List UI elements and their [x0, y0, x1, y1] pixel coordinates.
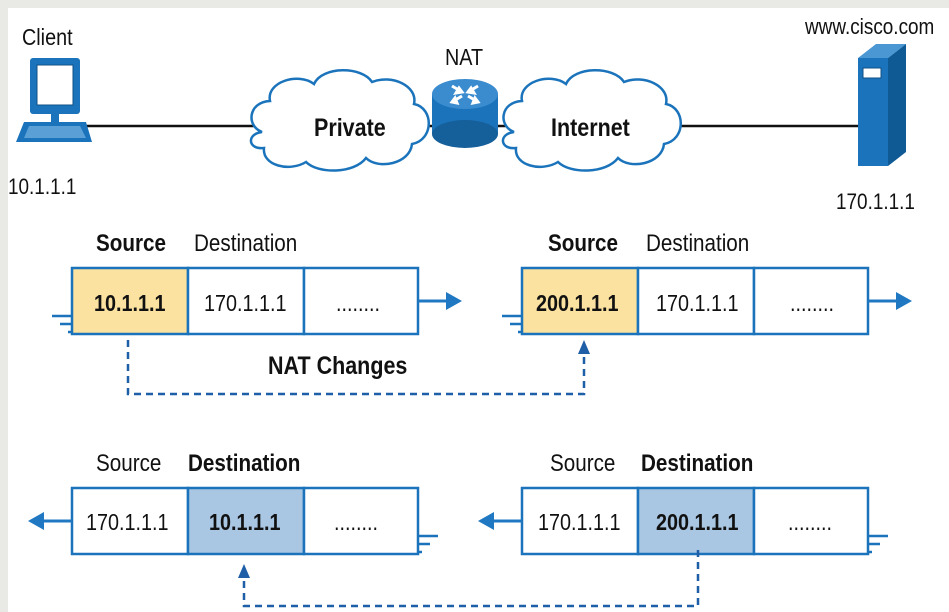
private-cloud-label: Private — [314, 114, 386, 142]
inbound-before-packet-cell-2 — [752, 486, 870, 556]
outbound-after-destination-field: 170.1.1.1 — [656, 290, 739, 316]
inbound-before-packet-cell-1 — [636, 486, 756, 556]
inbound-after-destination-header: Destination — [188, 450, 301, 477]
server-ip-label: 170.1.1.1 — [836, 189, 915, 214]
nat-change-dashed-path-bottom — [238, 550, 700, 608]
inbound-before-source-field: 170.1.1.1 — [538, 509, 621, 535]
outbound-before-source-header: Source — [96, 230, 166, 257]
inbound-before-destination-field: 200.1.1.1 — [656, 509, 739, 535]
packets-layer — [28, 266, 912, 556]
nat-changes-label: NAT Changes — [268, 352, 408, 380]
nat-label: NAT — [445, 44, 484, 70]
outbound-before-packet-arrow-head — [446, 292, 462, 310]
outbound-before-destination-header: Destination — [194, 230, 298, 257]
outbound-after-packet-cell-0 — [520, 266, 640, 336]
server-hostname-label: www.cisco.com — [805, 14, 935, 39]
outbound-before-rest-field: ........ — [336, 290, 380, 316]
outbound-after-packet-arrow-head — [896, 292, 912, 310]
outbound-before-packet-cell-2 — [302, 266, 420, 336]
nat-change-dashed-path-top — [126, 340, 590, 396]
inbound-before-source-header: Source — [550, 450, 616, 477]
inbound-before-packet-arrow-head — [478, 512, 494, 530]
outbound-after-packet-cell-2 — [752, 266, 870, 336]
inbound-before-destination-header: Destination — [641, 450, 754, 477]
outbound-before-packet-cell-0 — [70, 266, 190, 336]
internet-cloud-icon — [501, 69, 682, 172]
client-label: Client — [22, 24, 73, 50]
inbound-after-packet-arrow-head — [28, 512, 44, 530]
client-ip-label: 10.1.1.1 — [8, 174, 77, 199]
outbound-after-source-header: Source — [548, 230, 618, 257]
nat-router-icon — [432, 79, 498, 148]
inbound-before-rest-field: ........ — [788, 509, 832, 535]
client-pc-icon — [16, 58, 92, 142]
inbound-after-packet-cell-1 — [186, 486, 306, 556]
inbound-after-rest-field: ........ — [334, 509, 378, 535]
outbound-before-destination-field: 170.1.1.1 — [204, 290, 287, 316]
inbound-after-source-header: Source — [96, 450, 162, 477]
outbound-after-source-field: 200.1.1.1 — [536, 290, 619, 316]
inbound-after-destination-field: 10.1.1.1 — [209, 509, 281, 535]
inbound-after-source-field: 170.1.1.1 — [86, 509, 169, 535]
outbound-after-packet-cell-1 — [636, 266, 756, 336]
private-cloud-icon — [249, 69, 430, 172]
outbound-before-source-field: 10.1.1.1 — [94, 290, 166, 316]
outbound-before-packet-cell-1 — [186, 266, 306, 336]
outbound-after-rest-field: ........ — [790, 290, 834, 316]
inbound-before-packet-cell-0 — [520, 486, 640, 556]
inbound-after-packet-cell-2 — [302, 486, 420, 556]
server-icon — [858, 44, 906, 166]
internet-cloud-label: Internet — [551, 114, 630, 142]
outbound-after-destination-header: Destination — [646, 230, 750, 257]
